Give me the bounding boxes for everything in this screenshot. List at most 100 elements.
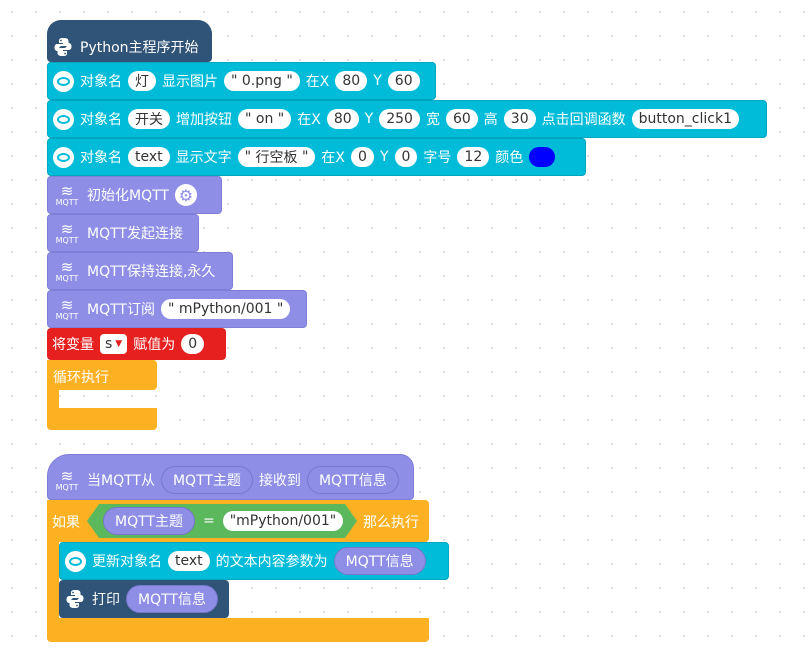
block-label: MQTT订阅 [87,302,155,318]
loop-label: 循环执行 [53,370,109,386]
if-block[interactable]: 如果 MQTT主题 = "mPython/001" 那么执行 [47,500,429,642]
message-reporter[interactable]: MQTT信息 [333,547,426,575]
wifi-icon: ≋MQTT [55,466,79,492]
compare-value-field[interactable]: "mPython/001" [223,511,344,531]
wifi-icon: ≋MQTT [55,295,79,321]
x-label: 在X [321,150,346,166]
y-field[interactable]: 0 [394,147,418,167]
block-label: 将变量 [52,337,94,353]
show-text-block[interactable]: 对象名 text 显示文字 " 行空板 " 在X 0 Y 0 字号 12 颜色 [47,138,586,176]
x-label: 在X [297,112,321,128]
image-value: 0.png [241,73,282,89]
action-label: 显示图片 [162,74,218,90]
y-label: Y [364,111,374,127]
topic-value: mPython/001 [178,301,273,317]
button-text-field[interactable]: " on " [238,109,292,129]
chevron-down-icon: ▼ [115,339,123,349]
mqtt-icon-text: MQTT [55,311,79,321]
python-main-start-block[interactable]: Python主程序开始 [47,20,212,62]
if-label: 如果 [52,515,80,531]
display-icon [65,550,86,572]
equals-condition[interactable]: MQTT主题 = "mPython/001" [87,504,357,538]
topic-field[interactable]: " mPython/001 " [160,299,291,319]
update-text-block[interactable]: 更新对象名 text 的文本内容参数为 MQTT信息 [59,542,449,580]
mqtt-keep-block[interactable]: ≋MQTT MQTT保持连接,永久 [47,252,233,290]
callback-label: 点击回调函数 [541,112,626,128]
action-label: 显示文字 [175,150,232,166]
callback-field[interactable]: button_click1 [631,109,739,129]
then-label: 那么执行 [363,515,419,531]
width-label: 宽 [425,112,440,128]
loop-bottom-bar [47,408,157,430]
mqtt-init-block[interactable]: ≋MQTT 初始化MQTT ⚙ [47,176,222,214]
obj-name-label: 对象名 [80,74,122,90]
width-field[interactable]: 60 [445,109,478,129]
x-field[interactable]: 80 [335,71,368,91]
mqtt-receive-hat-block[interactable]: ≋MQTT 当MQTT从 MQTT主题 接收到 MQTT信息 [47,454,414,500]
forever-loop-block[interactable]: 循环执行 [47,360,157,430]
if-bottom-bar [47,618,429,642]
block-label: MQTT保持连接,永久 [87,264,216,280]
x-label: 在X [305,74,330,90]
obj-name-field[interactable]: text [128,147,170,167]
compare-value: mPython/001 [236,513,330,529]
text-field[interactable]: " 行空板 " [237,147,316,167]
assign-label: 赋值为 [133,337,176,353]
button-text-value: on [255,111,274,127]
topic-reporter[interactable]: MQTT主题 [160,466,253,494]
message-reporter[interactable]: MQTT信息 [126,585,218,613]
block-label: 初始化MQTT [87,188,169,204]
x-field[interactable]: 80 [326,109,359,129]
mqtt-icon-text: MQTT [55,273,79,283]
height-field[interactable]: 30 [503,109,536,129]
variable-name: s [105,336,113,352]
equals-operator: = [202,513,215,529]
received-label: 接收到 [258,473,301,489]
mqtt-subscribe-block[interactable]: ≋MQTT MQTT订阅 " mPython/001 " [47,290,307,328]
color-label: 颜色 [495,150,524,166]
display-icon [53,108,74,130]
message-reporter[interactable]: MQTT信息 [306,466,399,494]
color-picker[interactable] [529,147,556,167]
display-icon [53,70,74,92]
wifi-icon: ≋MQTT [55,219,79,245]
mqtt-connect-block[interactable]: ≋MQTT MQTT发起连接 [47,214,199,252]
obj-name-field[interactable]: 灯 [128,71,156,91]
y-label: Y [373,73,382,89]
wifi-icon: ≋MQTT [55,181,79,207]
obj-name-field[interactable]: text [168,551,210,571]
print-block[interactable]: 打印 MQTT信息 [59,580,229,618]
block-label: 打印 [92,592,120,608]
gear-icon[interactable]: ⚙ [174,184,197,206]
loop-side-bar [47,388,59,412]
python-icon [64,588,86,610]
font-size-label: 字号 [423,150,452,166]
wifi-icon: ≋MQTT [55,257,79,283]
block-label: Python主程序开始 [80,40,199,56]
mqtt-icon-text: MQTT [55,197,79,207]
height-label: 高 [483,112,498,128]
python-icon [52,36,74,58]
mqtt-icon-text: MQTT [55,235,79,245]
show-image-block[interactable]: 对象名 灯 显示图片 " 0.png " 在X 80 Y 60 [47,62,436,100]
value-field[interactable]: 0 [181,334,205,354]
image-field[interactable]: " 0.png " [224,71,300,91]
font-size-field[interactable]: 12 [457,147,490,167]
param-label: 的文本内容参数为 [215,554,328,570]
add-button-block[interactable]: 对象名 开关 增加按钮 " on " 在X 80 Y 250 宽 60 高 30… [47,100,767,138]
block-label: MQTT发起连接 [87,226,183,242]
obj-name-field[interactable]: 开关 [128,109,170,129]
set-variable-block[interactable]: 将变量 s▼ 赋值为 0 [47,328,226,360]
variable-dropdown[interactable]: s▼ [100,334,128,354]
block-label: 更新对象名 [92,554,162,570]
when-label: 当MQTT从 [87,473,155,489]
obj-name-label: 对象名 [80,150,122,166]
action-label: 增加按钮 [176,112,232,128]
topic-reporter[interactable]: MQTT主题 [103,507,195,535]
y-field[interactable]: 60 [387,71,420,91]
y-field[interactable]: 250 [379,109,420,129]
x-field[interactable]: 0 [351,147,374,167]
loop-top-bar [47,360,157,390]
display-icon [53,146,74,168]
y-label: Y [379,149,389,165]
